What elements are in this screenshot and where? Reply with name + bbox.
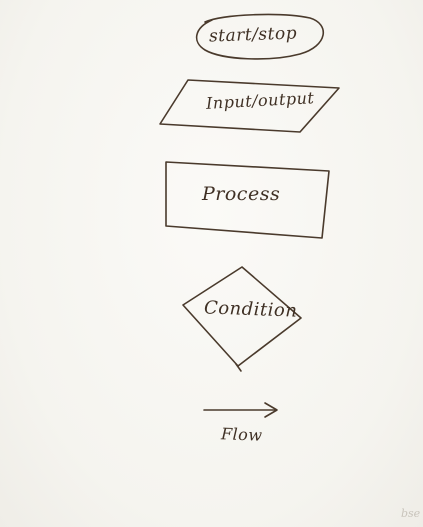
terminator-label: start/stop <box>208 23 298 47</box>
corner-mark: bse <box>401 507 421 520</box>
flow-label: Flow <box>220 424 263 445</box>
decision-exit-tick <box>235 363 242 372</box>
io-parallelogram <box>159 79 340 133</box>
decision-label: Condition <box>203 297 298 322</box>
process-label: Process <box>202 183 281 205</box>
process-rectangle <box>165 161 330 239</box>
terminator-ellipse <box>195 13 325 60</box>
flow-arrow-head <box>264 402 278 418</box>
